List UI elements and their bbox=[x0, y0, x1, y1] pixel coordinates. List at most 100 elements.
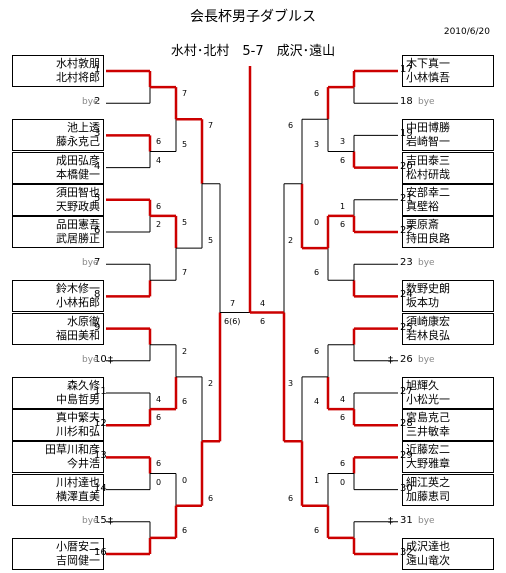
score-r1: 6 bbox=[340, 155, 346, 165]
team-box bbox=[402, 119, 494, 152]
team-box bbox=[402, 441, 494, 474]
player-name: 北村将郎 bbox=[56, 71, 100, 84]
player-name: 三井敏幸 bbox=[406, 425, 450, 439]
score-r1: 0 bbox=[156, 477, 162, 487]
team-box bbox=[402, 409, 494, 442]
seed-number: 5 bbox=[94, 192, 101, 204]
player-name: 坂本功 bbox=[406, 296, 439, 310]
player-name: 宮島克己 bbox=[406, 411, 450, 425]
team-box bbox=[12, 441, 104, 474]
score-r1: 3 bbox=[340, 137, 346, 147]
score-r1: 6 bbox=[340, 459, 346, 469]
seed-number: 26 bbox=[400, 353, 413, 365]
player-name: 品田憲吾 bbox=[56, 218, 100, 231]
team-box bbox=[402, 538, 494, 570]
score-r3: 3 bbox=[288, 378, 294, 388]
player-name: 川杉和弘 bbox=[56, 425, 100, 439]
player-name: 旭輝久 bbox=[406, 379, 439, 392]
seed-number: 4 bbox=[94, 160, 101, 172]
score-r1: 4 bbox=[156, 155, 162, 165]
player-name: 小林拓郎 bbox=[56, 296, 100, 310]
player-name: 松村研哉 bbox=[406, 167, 450, 181]
score-r1: 6 bbox=[156, 413, 162, 423]
score-r2: 2 bbox=[182, 346, 188, 356]
seed-number: 21 bbox=[400, 192, 413, 204]
score-r2: 0 bbox=[314, 217, 320, 227]
team-box bbox=[402, 151, 494, 184]
seed-number: 28 bbox=[400, 418, 413, 430]
seed-number: 2 bbox=[94, 96, 101, 108]
player-name: 細江英之 bbox=[406, 475, 450, 489]
seed-number: 14 bbox=[94, 482, 107, 494]
player-name: 須田智也 bbox=[56, 185, 100, 199]
player-name: 須崎康宏 bbox=[406, 314, 450, 328]
score-r1: 6 bbox=[340, 220, 346, 229]
score-r1: 6 bbox=[156, 459, 162, 469]
score-semi: 7 bbox=[230, 298, 236, 308]
bye-label: bye bbox=[418, 97, 435, 108]
seed-number: 15 bbox=[94, 514, 107, 526]
bye-label: bye bbox=[82, 97, 99, 108]
seed-number: 18 bbox=[400, 96, 413, 108]
score-r2: 6 bbox=[182, 397, 188, 407]
seed-number: 30 bbox=[400, 482, 413, 494]
seed-number: 20 bbox=[400, 160, 413, 172]
player-name: 天野政典 bbox=[56, 199, 100, 213]
score-r2: 7 bbox=[182, 89, 188, 99]
score-r2: 5 bbox=[182, 217, 188, 227]
bye-label: bye bbox=[82, 354, 99, 365]
score-r3: 5 bbox=[208, 236, 214, 246]
player-name: 森久修 bbox=[67, 379, 100, 392]
bye-label: bye bbox=[418, 258, 435, 269]
seed-number: 10 bbox=[94, 353, 107, 365]
player-name: 中田博勝 bbox=[406, 121, 450, 135]
event-date: 2010/6/20 bbox=[443, 27, 490, 37]
seed-number: 31 bbox=[400, 514, 413, 526]
player-name: 栗原斎 bbox=[406, 218, 439, 231]
player-name: 安部幸二 bbox=[406, 185, 450, 199]
player-name: 吉田泰三 bbox=[406, 153, 450, 167]
score-r2: 4 bbox=[314, 397, 320, 407]
score-semi: 6(6) bbox=[224, 316, 241, 326]
seed-number: 29 bbox=[400, 450, 413, 462]
score-r3: 6 bbox=[208, 493, 214, 503]
player-name: 本橋健一 bbox=[56, 167, 100, 181]
player-name: 吉岡健一 bbox=[56, 554, 100, 567]
seed-number: 1 bbox=[94, 64, 101, 75]
score-r3: 2 bbox=[288, 236, 294, 246]
team-box bbox=[402, 377, 494, 409]
seed-number: 22 bbox=[400, 225, 413, 236]
player-name: 遠山竜次 bbox=[406, 554, 450, 567]
score-r2: 6 bbox=[314, 89, 320, 99]
team-box bbox=[402, 55, 494, 87]
score-r2: 6 bbox=[314, 346, 320, 356]
score-r1: 0 bbox=[340, 477, 346, 487]
seed-number: 23 bbox=[400, 257, 413, 269]
seed-number: 7 bbox=[94, 257, 101, 269]
score-r3: 7 bbox=[208, 121, 214, 131]
team-box bbox=[12, 538, 104, 570]
team-box bbox=[12, 183, 104, 216]
bye-label: bye bbox=[82, 515, 99, 526]
player-name: 大野雅章 bbox=[406, 457, 450, 471]
team-box bbox=[12, 312, 104, 345]
team-box bbox=[12, 409, 104, 442]
seed-number: 12 bbox=[94, 418, 107, 430]
team-box bbox=[402, 473, 494, 506]
seed-number: 16 bbox=[94, 547, 107, 558]
double-cross-icon: ‡ bbox=[388, 515, 393, 527]
player-name: 小松光一 bbox=[406, 393, 450, 406]
score-r2: 1 bbox=[314, 475, 320, 485]
score-r2: 0 bbox=[182, 475, 188, 485]
score-r2: 6 bbox=[182, 525, 188, 535]
player-name: 鈴木修一 bbox=[56, 282, 100, 296]
seed-number: 13 bbox=[94, 450, 107, 462]
player-name: 小暦安二 bbox=[56, 540, 100, 553]
player-name: 今井浩 bbox=[67, 457, 100, 471]
seed-number: 8 bbox=[94, 289, 101, 301]
team-box bbox=[12, 377, 104, 409]
team-box bbox=[12, 119, 104, 152]
page-title: 会長杯男子ダブルス bbox=[190, 9, 316, 25]
player-name: 武居勝正 bbox=[56, 232, 100, 245]
bye-label: bye bbox=[418, 515, 435, 526]
